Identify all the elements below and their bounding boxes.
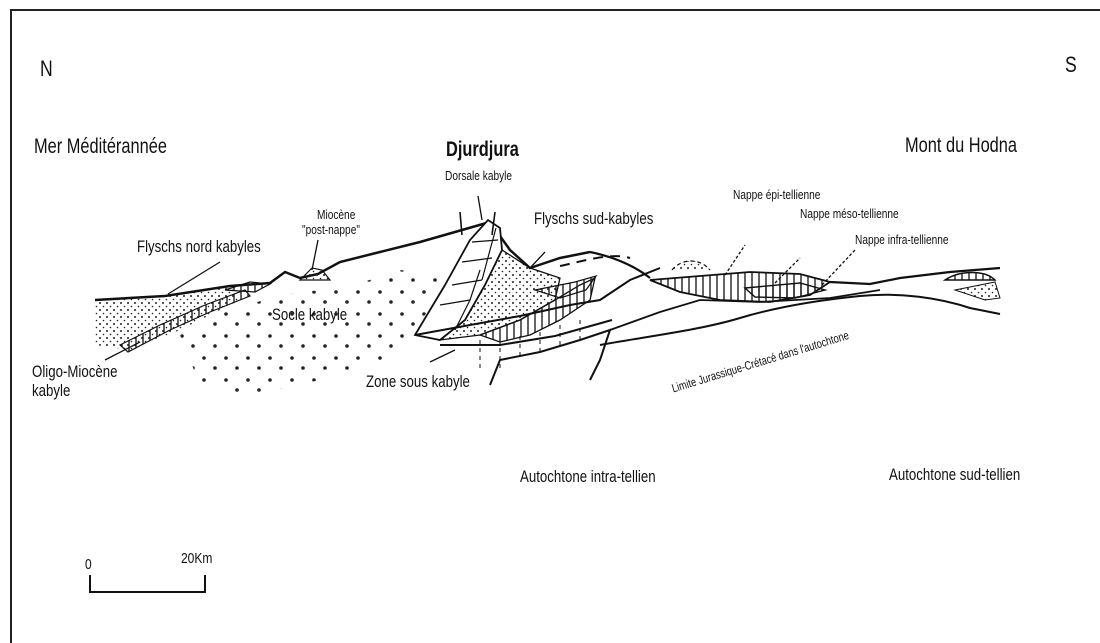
- autochtone-intra-label: Autochtone intra-tellien: [520, 467, 656, 487]
- limite-line: [600, 295, 1000, 345]
- autochtone-sud-label: Autochtone sud-tellien: [889, 465, 1020, 485]
- scale-zero-label: 0: [85, 556, 92, 573]
- leader-dorsale: [478, 196, 482, 220]
- miocene-label: Miocène: [317, 207, 355, 222]
- sea-label: Mer Méditérannée: [34, 135, 167, 159]
- north-label: N: [40, 56, 53, 82]
- south-label: S: [1065, 52, 1077, 78]
- zone-sous-kabyle-label: Zone sous kabyle: [366, 372, 470, 392]
- leader-zone-sous: [430, 350, 455, 362]
- post-nappe-label: "post-nappe": [302, 222, 360, 237]
- nappe-epi-label: Nappe épi-tellienne: [733, 187, 820, 202]
- southern-edge-fill: [955, 282, 1000, 300]
- nappe-infra-label: Nappe infra-tellienne: [855, 232, 949, 247]
- flyschs-nord-label: Flyschs nord kabyles: [137, 237, 261, 257]
- nappe-meso-label: Nappe méso-tellienne: [800, 206, 899, 221]
- socle-kabyle-label: Socle kabyle: [272, 305, 347, 325]
- scale-end-label: 20Km: [181, 550, 212, 567]
- leader-nappe-infra: [822, 250, 855, 285]
- leader-nappe-epi: [725, 245, 745, 275]
- southern-lens: [945, 273, 995, 281]
- oligo-miocene-label: Oligo-Miocène: [32, 362, 117, 382]
- massif-label: Djurdjura: [446, 138, 519, 162]
- leader-miocene: [312, 240, 318, 270]
- flyschs-sud-label: Flyschs sud-kabyles: [534, 209, 653, 229]
- scale-bar: [90, 575, 205, 592]
- klippe: [672, 261, 710, 270]
- oligo-kabyle-label: kabyle: [32, 381, 70, 401]
- mount-label: Mont du Hodna: [905, 134, 1017, 158]
- dorsale-kabyle-label: Dorsale kabyle: [445, 168, 512, 183]
